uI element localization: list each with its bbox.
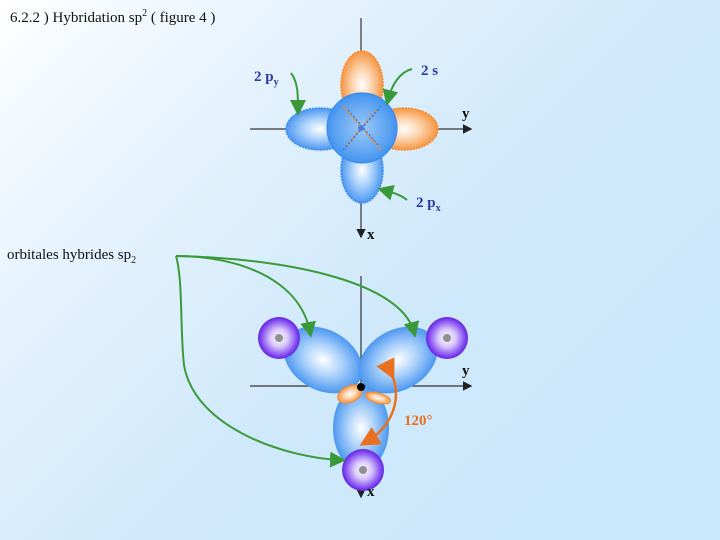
- figure-bottom-sp2: 120° y x: [175, 255, 473, 500]
- label-2s: 2 s: [421, 63, 438, 79]
- hybrid-lobe-left: [283, 326, 363, 394]
- arrow-px: [377, 185, 408, 201]
- axis-label-x-bottom: x: [367, 484, 375, 500]
- hybrid-label-subscript: 2: [131, 255, 137, 266]
- figure-top-orbitals: 2 py 2 s 2 px y x: [250, 18, 473, 243]
- arrow-to-bottom-lobe: [175, 255, 346, 468]
- axis-label-y-bottom: y: [462, 363, 470, 379]
- central-nucleus: [357, 383, 365, 391]
- atom-bottom-nucleus: [359, 466, 367, 474]
- label-2px: 2 px: [416, 195, 441, 214]
- title-suffix: ( figure 4 ): [147, 10, 216, 26]
- angle-arc-120: [359, 357, 398, 446]
- label-2py: 2 py: [254, 69, 279, 88]
- atom-right-nucleus: [443, 334, 451, 342]
- hybrid-label-text: orbitales hybrides sp: [7, 247, 132, 263]
- axis-label-x-top: x: [367, 227, 375, 243]
- hybrid-orbitals-label: orbitales hybrides sp2: [7, 247, 136, 266]
- title-text: 6.2.2 ) Hybridation sp: [10, 10, 143, 26]
- atom-left-nucleus: [275, 334, 283, 342]
- axis-label-y-top: y: [462, 106, 470, 122]
- arrow-2s: [382, 68, 413, 106]
- arrow-py: [289, 72, 306, 116]
- slide-title: 6.2.2 ) Hybridation sp2 ( figure 4 ): [10, 8, 215, 27]
- angle-label: 120°: [404, 413, 433, 429]
- arrow-to-right-lobe: [175, 255, 420, 338]
- title-superscript: 2: [142, 8, 148, 19]
- nucleus-top: [358, 125, 364, 131]
